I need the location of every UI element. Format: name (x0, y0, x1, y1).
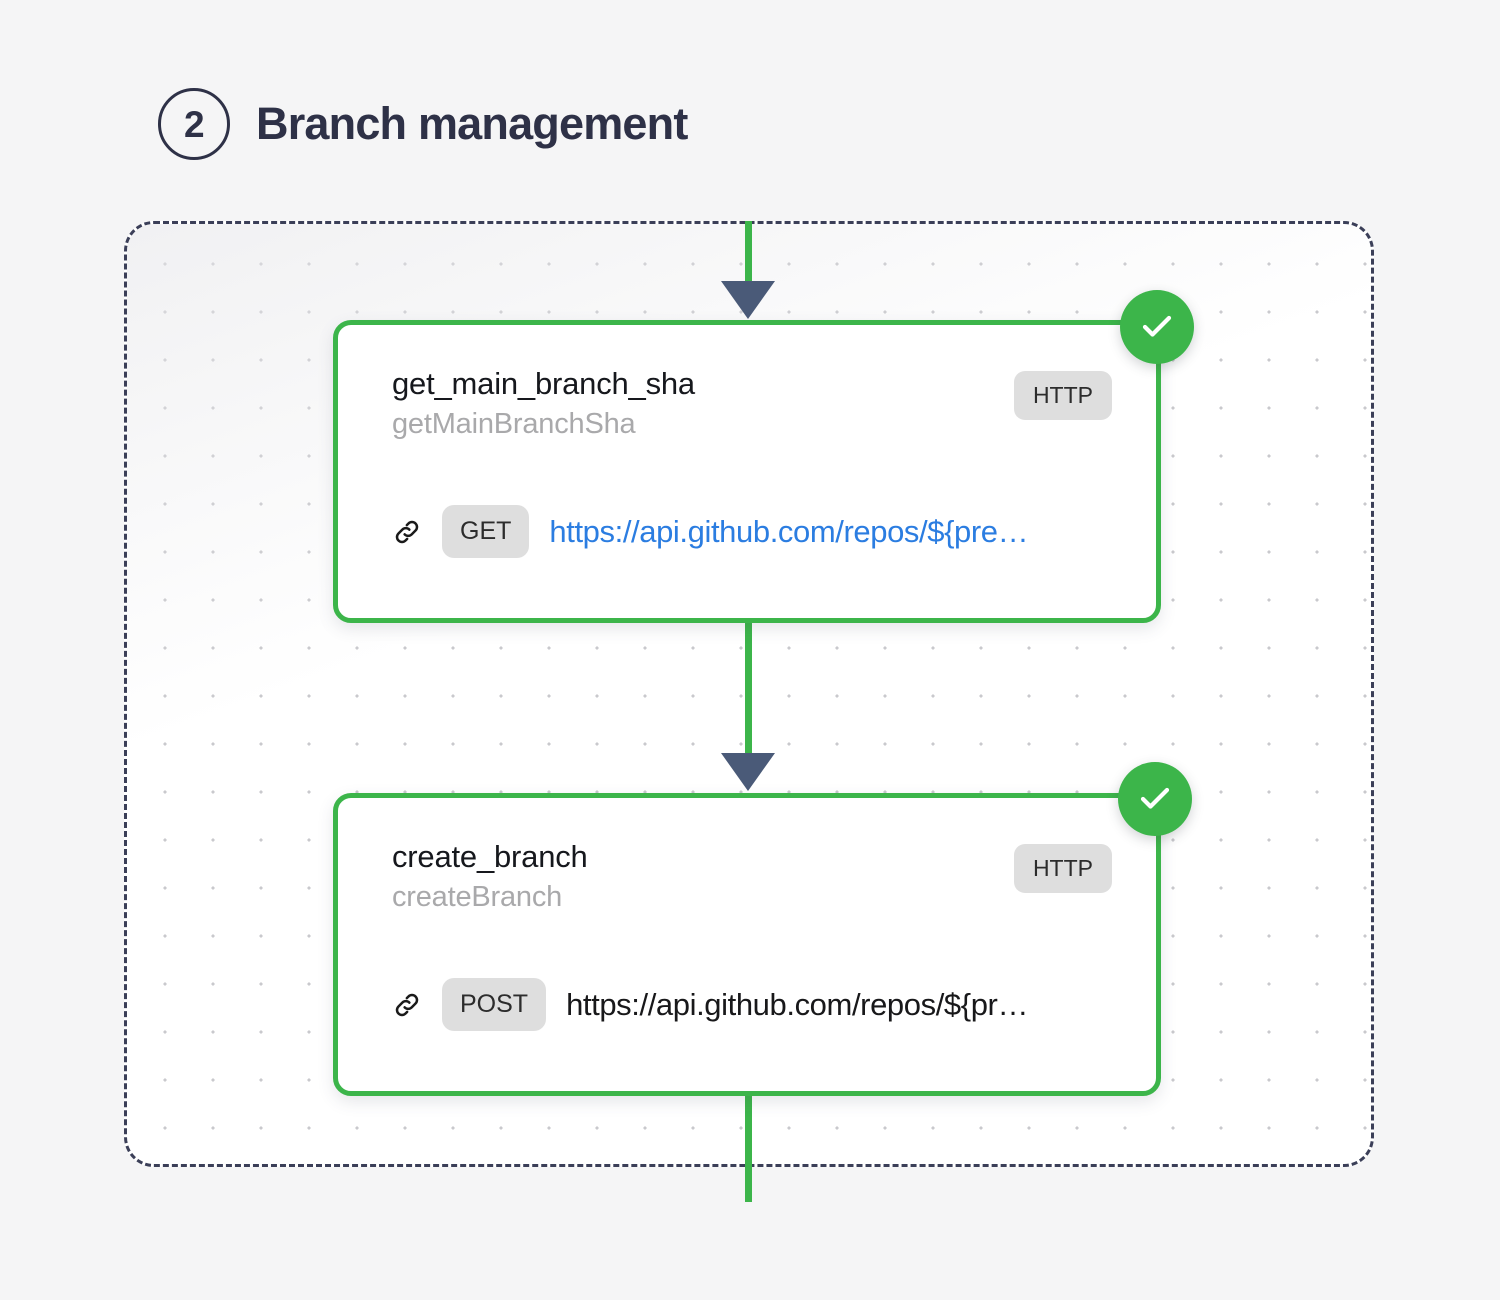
node-subtitle: getMainBranchSha (392, 408, 636, 441)
http-method-badge: POST (442, 978, 547, 1031)
link-icon (395, 993, 419, 1016)
workflow-node-create-branch[interactable]: create_branch createBranch HTTP POST htt… (333, 793, 1161, 1096)
workflow-node-get-main-branch-sha[interactable]: get_main_branch_sha getMainBranchSha HTT… (333, 320, 1161, 623)
node-type-badge: HTTP (1013, 371, 1112, 420)
node-subtitle: createBranch (392, 881, 563, 914)
check-icon (1140, 787, 1170, 809)
node-status-badge-success (1120, 290, 1194, 364)
node-title-group: get_main_branch_sha getMainBranchSha (392, 367, 695, 441)
link-icon (395, 520, 419, 543)
step-number-label: 2 (183, 103, 205, 145)
check-icon (1142, 315, 1172, 337)
node-title-group: create_branch createBranch (392, 840, 588, 914)
node-url[interactable]: https://api.github.com/repos/${pr… (566, 986, 1029, 1022)
connector-top-line (745, 221, 752, 291)
connector-middle-arrowhead-icon (721, 753, 775, 791)
page-title: Branch management (256, 98, 688, 149)
node-title: create_branch (392, 839, 588, 874)
node-type-badge: HTTP (1013, 844, 1112, 893)
node-header: create_branch createBranch HTTP (392, 840, 1112, 914)
node-status-badge-success (1118, 762, 1192, 836)
http-method-badge: GET (442, 505, 530, 558)
step-number-badge: 2 (158, 88, 230, 160)
connector-top-arrowhead-icon (721, 281, 775, 319)
node-header: get_main_branch_sha getMainBranchSha HTT… (392, 367, 1112, 441)
node-title: get_main_branch_sha (392, 366, 695, 401)
node-url-row[interactable]: POST https://api.github.com/repos/${pr… (392, 978, 1112, 1031)
node-url[interactable]: https://api.github.com/repos/${pre… (549, 513, 1029, 549)
connector-middle-line (745, 620, 752, 770)
node-url-row[interactable]: GET https://api.github.com/repos/${pre… (392, 505, 1112, 558)
connector-bottom-line (745, 1092, 752, 1202)
page-header: 2 Branch management (158, 88, 688, 160)
